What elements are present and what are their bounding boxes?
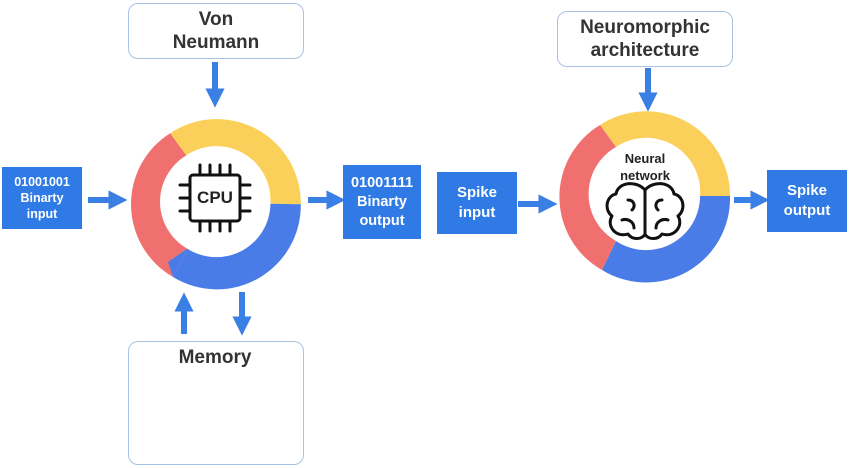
memory-label: Memory: [178, 347, 252, 368]
spike-input-box: Spike input: [437, 172, 517, 234]
ring-segment-blue: [602, 196, 731, 283]
binary-output-box: 01001111 Binarty output: [343, 165, 421, 239]
neuromorphic-title-line1: Neuromorphic: [580, 17, 710, 38]
memory-box: [128, 341, 304, 465]
neuromorphic-ring: [559, 111, 731, 283]
ring-segment-blue: [173, 203, 301, 290]
von-neumann-ring: [131, 119, 301, 290]
neural-network-label-line2: network: [620, 168, 670, 183]
binary-output-label-line1: Binarty: [357, 193, 407, 210]
neuromorphic-title-box: Neuromorphic architecture: [557, 11, 733, 67]
cpu-label: CPU: [197, 188, 233, 207]
binary-output-bits: 01001111: [350, 174, 414, 191]
binary-input-box: 01001001 Binarty input: [2, 167, 82, 229]
spike-output-box: Spike output: [767, 170, 847, 232]
neuromorphic-title-line2: architecture: [590, 40, 700, 61]
ring-segment-red: [559, 125, 616, 270]
spike-output-label-line2: output: [783, 202, 831, 219]
binary-input-label-line2: input: [26, 207, 58, 221]
von-neumann-title-box: Von Neumann: [128, 3, 304, 59]
binary-input-label-line1: Binarty: [20, 191, 64, 205]
ring-arrow-tip-yellow: [170, 131, 187, 156]
ring-arrow-tip-blue: [168, 248, 188, 277]
binary-output-label-line2: output: [359, 212, 405, 229]
von-neumann-title-line1: Von: [198, 9, 234, 30]
binary-input-bits: 01001001: [14, 175, 70, 189]
spike-input-label-line2: input: [458, 204, 496, 221]
ring-segment-yellow: [600, 111, 731, 196]
ring-segment-red: [131, 133, 188, 277]
spike-output-label-line1: Spike: [786, 182, 828, 199]
brain-icon: [605, 182, 685, 240]
neural-network-label-line1: Neural: [624, 151, 666, 166]
neural-network-label: Neural network: [605, 150, 685, 184]
spike-input-label-line1: Spike: [456, 184, 498, 201]
von-neumann-title-line2: Neumann: [172, 32, 260, 53]
ring-segment-yellow: [170, 119, 301, 205]
cpu-chip-icon: [178, 163, 252, 233]
